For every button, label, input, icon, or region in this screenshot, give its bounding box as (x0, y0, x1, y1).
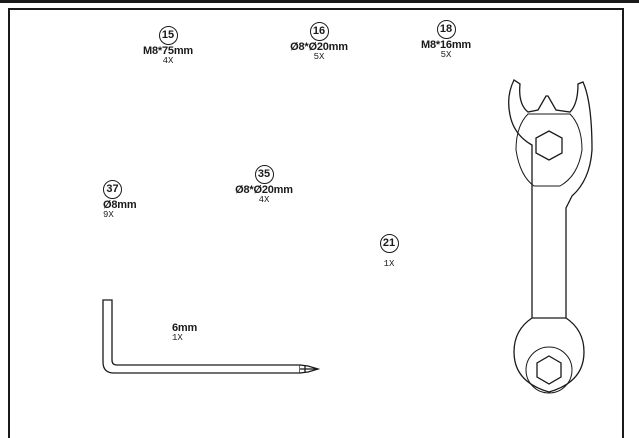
part-qty: 1X (383, 259, 395, 269)
part-number-badge: 18 (436, 20, 456, 39)
top-border (0, 0, 639, 3)
part-18: 18 M8*16mm 5X (416, 20, 476, 60)
part-15: 15 M8*75mm 4X (138, 26, 198, 66)
part-37: 37 Ø8mm 9X (103, 180, 137, 220)
allen-key-icon (102, 299, 321, 374)
allen-key-spec: 6mm (172, 322, 198, 334)
allen-key-qty: 1X (172, 333, 183, 343)
part-16: 16 Ø8*Ø20mm 5X (283, 22, 355, 62)
part-qty: 4X (258, 195, 270, 205)
page-frame (8, 8, 624, 438)
part-qty: 5X (440, 50, 452, 60)
part-qty: 9X (103, 210, 114, 220)
part-number-badge: 21 (379, 234, 399, 253)
part-spec: Ø8*Ø20mm (290, 41, 348, 53)
part-number-badge: 37 (103, 180, 122, 199)
part-qty: 5X (313, 52, 325, 62)
part-number-badge: 35 (254, 165, 274, 184)
part-spec: M8*16mm (421, 39, 471, 51)
part-qty: 4X (162, 56, 174, 66)
part-number-badge: 15 (158, 26, 178, 45)
part-21: 21 1X (374, 234, 404, 269)
part-35: 35 Ø8*Ø20mm 4X (228, 165, 300, 205)
part-number-badge: 16 (309, 22, 329, 41)
allen-key-label: 6mm 1X (172, 322, 197, 343)
part-spec: M8*75mm (143, 45, 193, 57)
tools-drawing (102, 79, 593, 394)
part-spec: Ø8mm (103, 199, 137, 211)
part-spec: Ø8*Ø20mm (235, 184, 293, 196)
wrench-icon (508, 79, 593, 394)
